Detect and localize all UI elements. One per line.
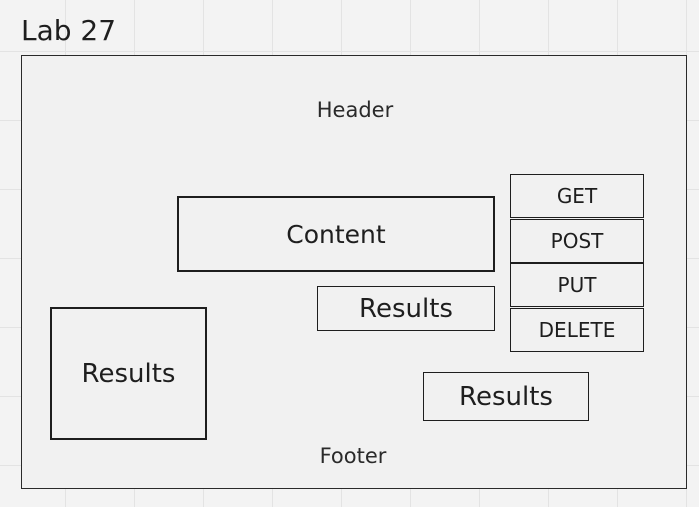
get-button[interactable]: GET (510, 174, 644, 218)
results-box-mid: Results (317, 286, 495, 331)
page-title: Lab 27 (21, 14, 117, 47)
put-button[interactable]: PUT (510, 263, 644, 307)
results-box-bottom: Results (423, 372, 589, 421)
post-button-label: POST (550, 229, 604, 253)
put-button-label: PUT (557, 273, 597, 297)
delete-button-label: DELETE (538, 318, 616, 342)
get-button-label: GET (556, 184, 598, 208)
delete-button[interactable]: DELETE (510, 308, 644, 352)
content-box: Content (177, 196, 495, 272)
footer-label: Footer (319, 444, 387, 468)
http-method-buttons: GET POST PUT DELETE (510, 174, 644, 352)
post-button[interactable]: POST (510, 219, 644, 263)
header-label: Header (316, 98, 394, 122)
results-label-bottom: Results (459, 381, 553, 412)
results-label-left: Results (81, 358, 176, 389)
results-label-mid: Results (359, 293, 453, 324)
content-label: Content (286, 219, 386, 249)
results-box-left: Results (50, 307, 207, 440)
